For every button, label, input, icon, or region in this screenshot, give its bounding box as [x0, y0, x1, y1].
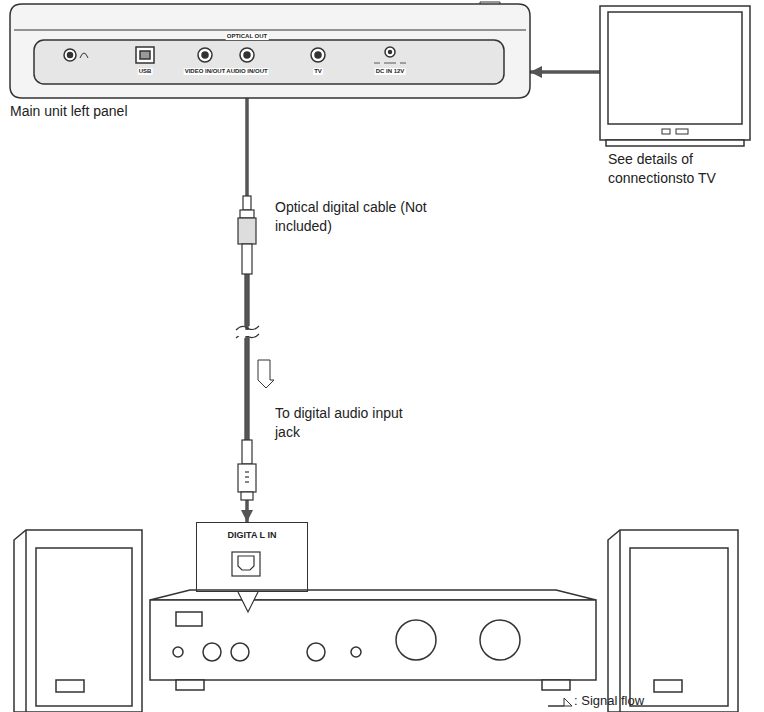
connector: [241, 98, 253, 522]
legend-text: : Signal flow: [574, 692, 644, 710]
signal-flow-arrow: [258, 360, 274, 388]
port-label: VIDEO IN/OUT: [184, 68, 227, 75]
node-label: DIGITA L IN: [197, 523, 307, 541]
port-label: DC IN 12V: [375, 68, 406, 75]
node-label: Main unit left panel: [10, 102, 270, 121]
note-label: To digital audio input jack: [275, 404, 415, 442]
speaker-drawing: [14, 530, 738, 712]
optical-cable: [236, 196, 259, 500]
node-label: See details of connectionsto TV: [608, 150, 748, 188]
amplifier-drawing: [150, 590, 596, 690]
legend-arrow-symbol: [546, 694, 574, 708]
edge-label: Optical digital cable (Not included): [275, 198, 435, 236]
legend-item: : Signal flow: [546, 692, 644, 710]
main-unit-drawing: [10, 2, 530, 98]
digital-in-callout: DIGITA L IN: [196, 522, 308, 592]
optical-jack-icon: [232, 552, 260, 576]
port-label: TV: [313, 68, 323, 75]
tv-drawing: [600, 6, 750, 146]
port-label: OPTICAL OUT: [226, 33, 269, 40]
port-label: AUDIO IN/OUT: [225, 68, 268, 75]
tv: See details of connectionsto TV: [600, 6, 750, 146]
connector: [530, 66, 600, 78]
main-unit: Main unit left panel: [10, 4, 530, 98]
port-label: USB: [138, 68, 153, 75]
callout-pointer: [238, 592, 258, 612]
